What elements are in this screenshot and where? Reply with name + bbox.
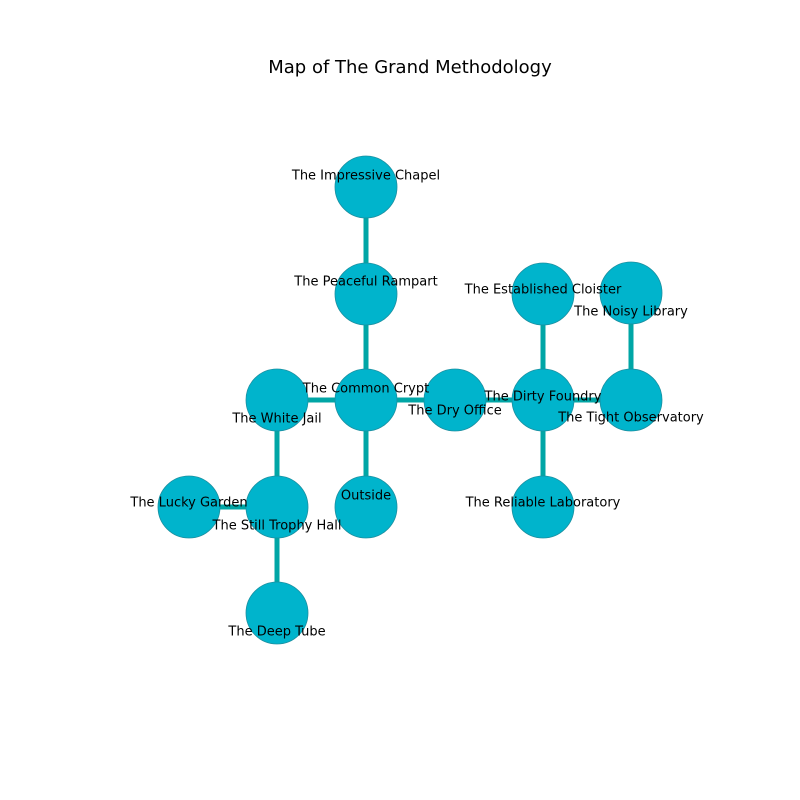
room-label-rampart: The Peaceful Rampart [293,275,437,290]
room-label-chapel: The Impressive Chapel [291,169,440,184]
room-label-cloister: The Established Cloister [464,283,622,298]
room-label-laboratory: The Reliable Laboratory [465,496,621,511]
room-label-tube: The Deep Tube [227,625,325,640]
room-label-jail: The White Jail [231,412,321,427]
room-node-laboratory [511,475,575,539]
room-label-observatory: The Tight Observatory [557,411,704,426]
room-node-rampart [334,262,398,326]
room-node-library [599,261,663,325]
room-node-office [423,368,487,432]
room-label-library: The Noisy Library [573,305,688,320]
room-node-garden [157,475,221,539]
room-label-foundry: The Dirty Foundry [484,390,602,405]
room-label-outside: Outside [341,489,391,504]
room-node-chapel [334,155,398,219]
room-label-trophy: The Still Trophy Hall [212,519,342,534]
room-label-office: The Dry Office [407,404,501,419]
map-title: Map of The Grand Methodology [268,57,552,78]
room-node-tube [245,581,309,645]
room-node-foundry [511,368,575,432]
room-node-cloister [511,262,575,326]
room-node-observatory [599,368,663,432]
room-node-trophy [245,475,309,539]
room-label-garden: The Lucky Garden [129,496,247,511]
room-node-outside [334,475,398,539]
room-label-crypt: The Common Crypt [302,382,429,397]
rooms-layer [157,155,663,645]
room-node-crypt [334,368,398,432]
room-node-jail [245,368,309,432]
